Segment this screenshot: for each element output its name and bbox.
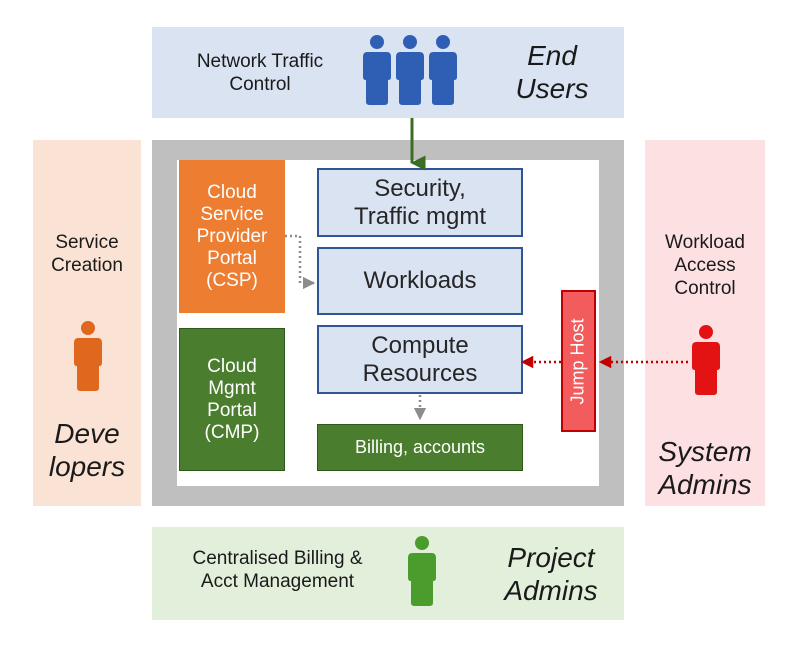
workloads-box: Workloads — [317, 247, 523, 315]
system-admins-band — [645, 140, 765, 506]
billing-accounts-box: Billing, accounts — [317, 424, 523, 471]
project-admins-label: Project Admins — [504, 542, 598, 606]
developer-icon — [74, 321, 102, 391]
workload-access-control-label: Workload Access Control — [665, 231, 745, 299]
compute-resources-box: Compute Resources — [317, 325, 523, 394]
csp-portal-box: Cloud Service Provider Portal (CSP) — [179, 160, 285, 313]
service-creation-label: Service Creation — [51, 232, 123, 276]
csp-to-workloads-arrow — [285, 234, 316, 290]
cmp-portal-box: Cloud Mgmt Portal (CMP) — [179, 328, 285, 471]
end-users-label: End Users — [515, 40, 589, 104]
security-traffic-box: Security, Traffic mgmt — [317, 168, 523, 237]
jump-host-box — [561, 290, 596, 432]
project-admins-band — [152, 527, 624, 620]
developers-label: Deve lopers — [48, 418, 126, 482]
network-traffic-control-label: Network Traffic Control — [196, 51, 324, 95]
project-admin-icon — [408, 536, 436, 606]
sysadmin-icon — [692, 325, 720, 395]
system-admins-label: System Admins — [658, 436, 752, 500]
centralised-billing-label: Centralised Billing & Acct Management — [192, 548, 363, 592]
three-users-icon — [363, 35, 457, 105]
